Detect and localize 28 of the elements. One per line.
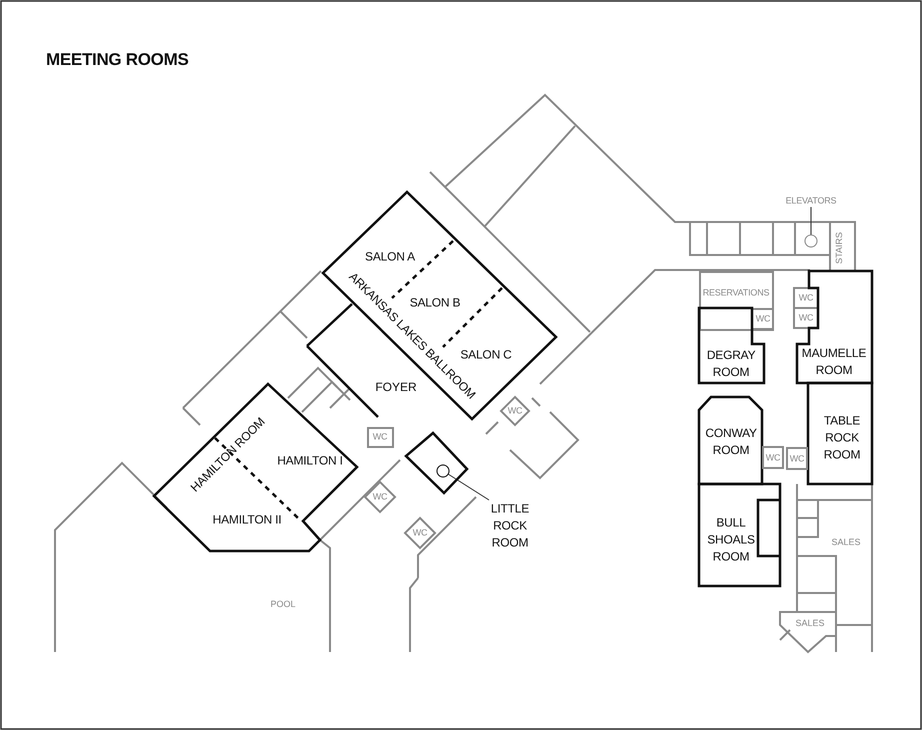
area-label: SALES [795,618,825,628]
room-label: WC [790,454,804,464]
room-label: WC [372,492,388,502]
area-label: STAIRS [834,232,844,264]
leader-line [810,206,812,236]
room-label: RESERVATIONS [702,288,770,298]
room-label: WC [756,314,770,324]
room-name: CONWAY ROOM [705,425,757,459]
room-name: SALON B [410,294,460,312]
room-name: MAUMELLE ROOM [802,345,866,379]
room-name: DEGRAY ROOM [706,347,756,381]
room-name: TABLE ROCK ROOM [824,412,860,464]
room-label: WC [372,432,388,442]
room-name: HAMILTON II [212,512,282,528]
title: MEETING ROOMS [46,50,188,70]
room-label: ELEVATORS [786,196,836,206]
room-name: HAMILTON I [277,452,343,470]
area-label: FOYER [375,380,417,394]
room-label: WC [508,406,522,416]
room-name: LITTLE ROCK ROOM [490,500,530,552]
room-name: SALON A [365,248,415,266]
room-label: WC [798,292,814,304]
area-label: POOL [270,599,296,609]
room-label: WC [798,312,814,324]
area-label: SALES [831,537,861,547]
room-label: WC [766,452,780,464]
room-label: WC [412,528,428,538]
room-name: BULL SHOALS ROOM [707,514,755,566]
